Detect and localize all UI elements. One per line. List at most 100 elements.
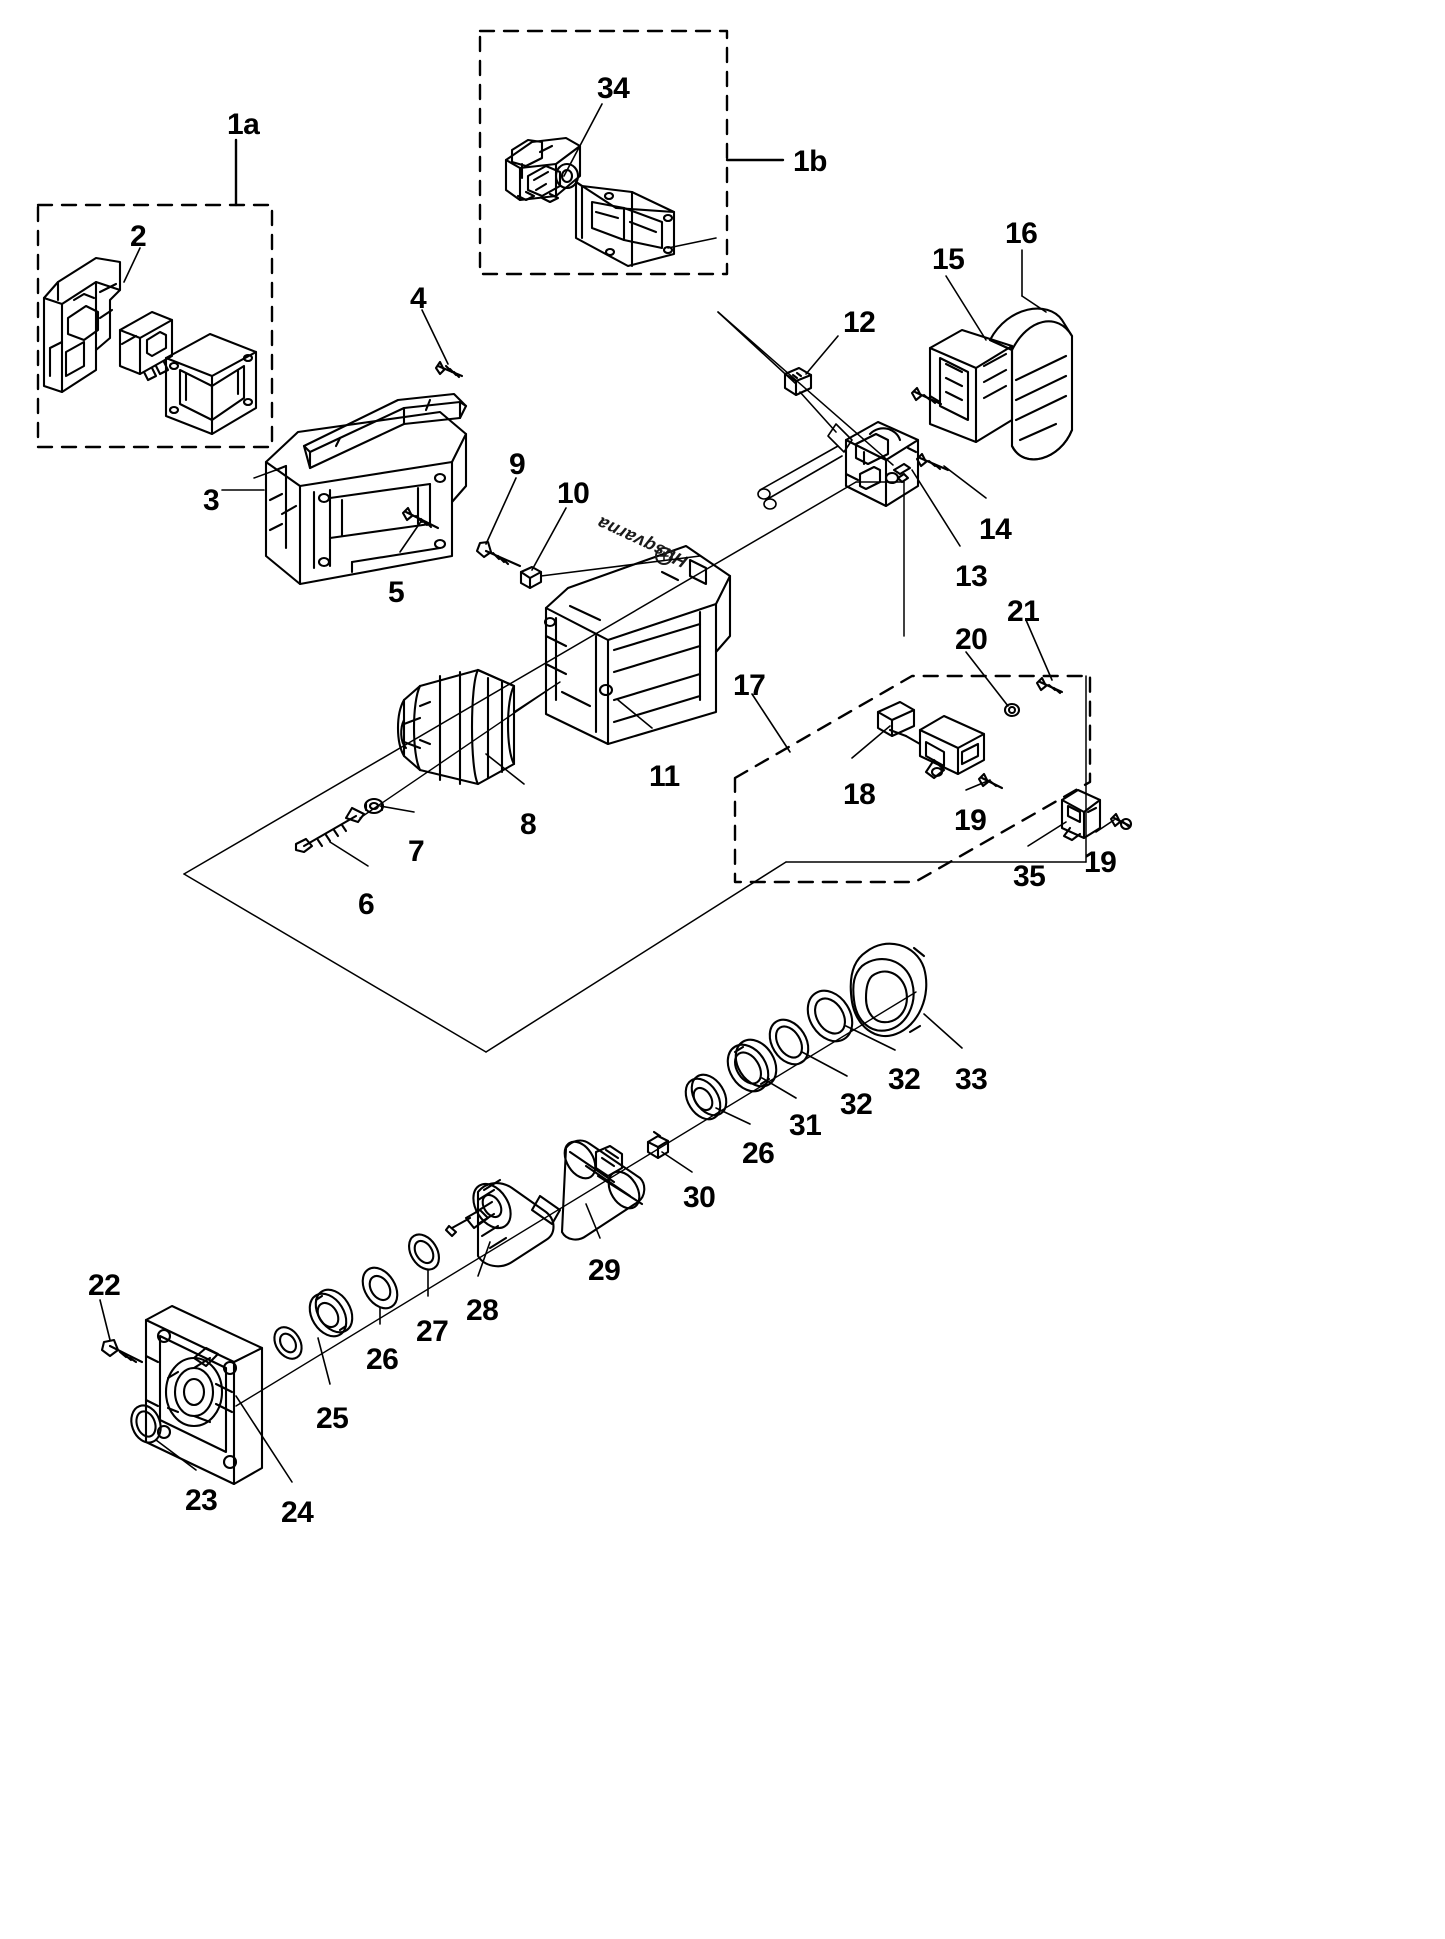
- part-26-washer-lower: [361, 1266, 399, 1310]
- callout-1b: 1b: [793, 145, 828, 178]
- part-2-switch-bracket: [42, 256, 122, 394]
- leader-20: [965, 651, 1009, 707]
- callout-16: 16: [1005, 217, 1038, 250]
- callout-35: 35: [1013, 860, 1046, 893]
- leader-32a: [845, 1025, 896, 1051]
- callout-19-a: 19: [954, 804, 987, 837]
- callout-11: 11: [649, 760, 680, 793]
- leader-22: [99, 1299, 111, 1341]
- leader-35: [1027, 821, 1067, 847]
- part-32-ring-a: [806, 989, 854, 1043]
- part-34-switch: [504, 136, 582, 204]
- callout-18: 18: [843, 778, 876, 811]
- callout-30: 30: [683, 1181, 716, 1214]
- part-10-nut: [519, 565, 543, 590]
- leader-26a: [715, 1107, 751, 1125]
- part-23-oring: [130, 1404, 162, 1444]
- callout-29: 29: [588, 1254, 621, 1287]
- leader-11: [617, 699, 653, 729]
- callout-22: 22: [88, 1269, 121, 1302]
- leader-19b: [1095, 819, 1115, 833]
- part-22-screw: [100, 1338, 144, 1364]
- part-31-bearing: [726, 1038, 778, 1093]
- leader-28: [477, 1241, 491, 1277]
- part-20-brush-holder: [888, 714, 986, 780]
- part-29-armature: [560, 1139, 646, 1241]
- callout-1a: 1a: [227, 108, 260, 141]
- leader-25: [317, 1337, 331, 1385]
- leader-18: [851, 725, 891, 759]
- callout-12: 12: [843, 306, 876, 339]
- leader-4: [421, 309, 449, 365]
- part-34-frame: [574, 180, 676, 268]
- part-25-bearing: [308, 1288, 354, 1338]
- callout-32-b: 32: [888, 1063, 921, 1096]
- callout-20: 20: [955, 623, 988, 656]
- group-box-1b: [478, 29, 729, 276]
- part-4-top-bar: [302, 392, 468, 470]
- leader-16b: [1021, 295, 1047, 313]
- leader-8: [485, 753, 525, 785]
- callout-23: 23: [185, 1484, 218, 1517]
- part-14-screws: [910, 386, 950, 472]
- part-6-long-screw: [294, 806, 366, 854]
- callout-25: 25: [316, 1402, 349, 1435]
- callout-8: 8: [520, 808, 537, 841]
- part-11-motor-housing: [543, 544, 732, 746]
- part-33-end-cap: [849, 942, 928, 1038]
- part-4-screw: [434, 360, 464, 379]
- callout-17: 17: [733, 669, 766, 702]
- part-28-commutator: [444, 1178, 562, 1268]
- leader-17: [751, 693, 791, 753]
- leader-7: [379, 805, 415, 813]
- leader-23: [155, 1439, 197, 1471]
- part-26-washer-upper: [684, 1073, 728, 1121]
- leader-19a: [965, 779, 991, 791]
- part-18-contact-block: [876, 700, 916, 738]
- callout-27: 27: [416, 1315, 449, 1348]
- leader-12: [805, 335, 839, 375]
- part-24-seal: [273, 1326, 303, 1360]
- leader-14: [943, 465, 987, 499]
- callout-7: 7: [408, 835, 425, 868]
- leader-1b-frame: [667, 237, 717, 249]
- callout-2: 2: [130, 220, 147, 253]
- leader-32b: [801, 1051, 848, 1077]
- leader-2: [123, 247, 141, 283]
- part-27-ring: [408, 1233, 440, 1271]
- leader-10: [531, 507, 567, 571]
- part-35-bracket: [1060, 788, 1102, 842]
- callout-15: 15: [932, 243, 965, 276]
- callout-26-a: 26: [366, 1343, 399, 1376]
- callout-24: 24: [281, 1496, 314, 1529]
- callout-6: 6: [358, 888, 375, 921]
- cable-assembly: [717, 311, 853, 510]
- leader-10b: [540, 555, 701, 577]
- leader-31: [761, 1077, 797, 1099]
- callout-4: 4: [410, 282, 427, 315]
- part-3-handle-housing: [264, 410, 468, 586]
- leader-6: [329, 841, 369, 867]
- part-16-rear-cover-outer: [988, 307, 1074, 461]
- assembly-axis: [359, 681, 561, 819]
- callout-13: 13: [955, 560, 988, 593]
- leader-15: [945, 275, 987, 341]
- callout-28: 28: [466, 1294, 499, 1327]
- assembly-guide-lines: [183, 311, 1087, 1053]
- leader-24: [235, 1395, 293, 1483]
- leader-13: [911, 469, 961, 547]
- callout-31: 31: [789, 1109, 822, 1142]
- leader-30: [661, 1151, 693, 1173]
- part-19-screw-a: [977, 772, 1004, 790]
- group-box-17: [733, 674, 1092, 884]
- part-32-ring-b: [768, 1018, 810, 1066]
- callout-21: 21: [1007, 595, 1040, 628]
- callout-9: 9: [509, 448, 526, 481]
- callout-10: 10: [557, 477, 590, 510]
- callout-3: 3: [203, 484, 220, 517]
- leader-29: [585, 1203, 601, 1239]
- callout-32-a: 32: [840, 1088, 873, 1121]
- part-8-stator: [396, 668, 516, 786]
